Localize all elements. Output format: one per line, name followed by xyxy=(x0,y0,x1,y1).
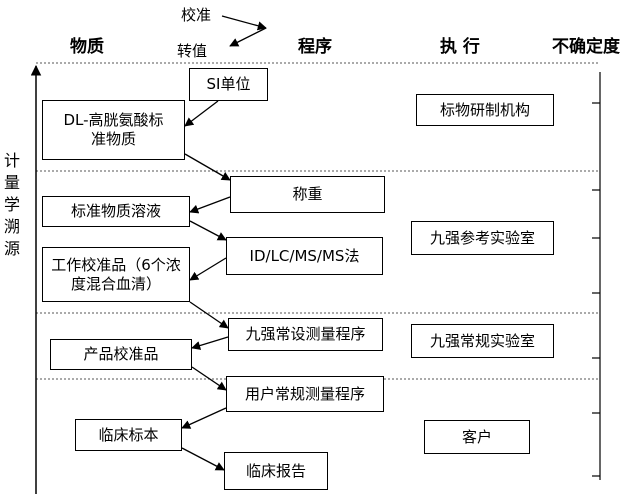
box-user-procedure: 用户常规测量程序 xyxy=(226,376,384,412)
box-si-unit-text: SI单位 xyxy=(206,75,251,93)
arrow-sample-to-report xyxy=(181,447,225,471)
box-clinical-sample-text: 临床标本 xyxy=(98,425,159,444)
box-exec-routine-lab-text: 九强常规实验室 xyxy=(429,331,535,350)
box-exec-routine-lab: 九强常规实验室 xyxy=(411,324,554,358)
box-jiuqiang-procedure: 九强常设测量程序 xyxy=(228,318,383,351)
box-ref-solution-text: 标准物质溶液 xyxy=(70,202,161,220)
box-exec-customer-text: 客户 xyxy=(461,427,492,446)
header-execution: 执 行 xyxy=(440,37,480,57)
arrow-calibrator-to-jqproc xyxy=(189,301,229,329)
box-weighing-text: 称重 xyxy=(292,185,323,203)
box-clinical-sample: 临床标本 xyxy=(75,419,182,451)
box-idlcmsms-text: ID/LC/MS/MS法 xyxy=(249,246,360,265)
box-dl-ref-material-text: DL-高胱氨酸标准物质 xyxy=(63,111,164,148)
traceability-label: 计量学溯源 xyxy=(3,151,20,258)
uncertainty-axis xyxy=(592,72,601,480)
box-jiuqiang-procedure-text: 九强常设测量程序 xyxy=(245,325,366,343)
box-exec-reference-lab-text: 九强参考实验室 xyxy=(429,228,535,247)
box-dl-ref-material: DL-高胱氨酸标准物质 xyxy=(42,100,185,160)
arrow-si-to-dl xyxy=(184,100,219,127)
arrow-jqproc-to-product xyxy=(191,336,229,350)
section-separators xyxy=(36,62,600,380)
box-user-procedure-text: 用户常规测量程序 xyxy=(244,384,365,403)
legend-arrow-left xyxy=(229,27,267,47)
header-procedure: 程序 xyxy=(298,37,332,57)
box-exec-reference-lab: 九强参考实验室 xyxy=(411,221,554,255)
legend-arrow-right xyxy=(221,15,267,31)
arrow-weighing-to-solution xyxy=(189,196,231,214)
arrow-solution-to-idlc xyxy=(189,220,227,241)
box-weighing: 称重 xyxy=(230,176,385,213)
arrow-idlc-to-calibrator xyxy=(189,257,227,281)
box-si-unit: SI单位 xyxy=(189,68,268,101)
box-product-calibrator-text: 产品校准品 xyxy=(83,345,159,363)
box-work-calibrator: 工作校准品（6个浓度混合血清） xyxy=(42,247,190,302)
header-uncertainty: 不确定度 xyxy=(552,37,620,57)
box-idlcmsms: ID/LC/MS/MS法 xyxy=(226,237,383,275)
header-calibration-line2: 转值 xyxy=(177,42,208,60)
box-product-calibrator: 产品校准品 xyxy=(50,339,192,370)
box-exec-standards-text: 标物研制机构 xyxy=(439,100,530,119)
box-clinical-report-text: 临床报告 xyxy=(245,461,306,480)
header-calibration-line1: 校准 xyxy=(181,6,212,24)
header-material: 物质 xyxy=(70,37,104,57)
arrow-product-to-userproc xyxy=(191,366,227,391)
box-work-calibrator-text: 工作校准品（6个浓度混合血清） xyxy=(51,255,181,293)
box-clinical-report: 临床报告 xyxy=(224,452,328,490)
arrow-userproc-to-sample xyxy=(181,407,227,429)
arrow-dl-to-weighing xyxy=(184,153,231,181)
box-exec-customer: 客户 xyxy=(424,420,530,454)
box-exec-standards: 标物研制机构 xyxy=(416,94,554,126)
box-ref-solution: 标准物质溶液 xyxy=(42,196,190,227)
